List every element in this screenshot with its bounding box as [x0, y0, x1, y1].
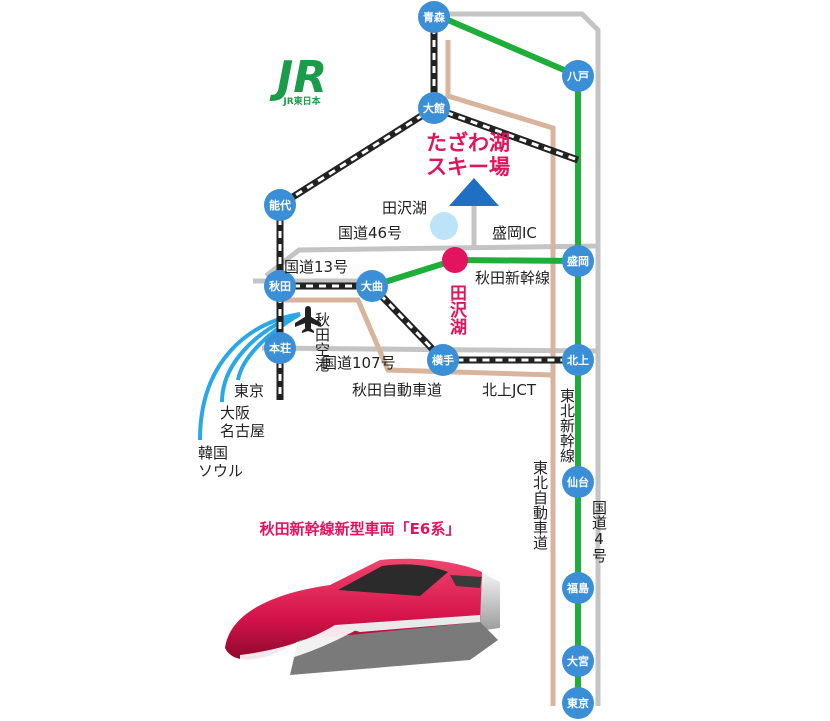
route46-label: 国道46号 [338, 224, 402, 242]
flight-nagoya-label: 名古屋 [220, 422, 265, 440]
station-sendai: 仙台 [567, 475, 589, 489]
station-morioka: 盛岡 [567, 254, 589, 268]
ski-resort-marker [449, 178, 499, 206]
airport-label: 秋田空港 [313, 312, 331, 372]
destination-title-2: スキー場 [426, 155, 510, 179]
route107-label: 国道107号 [322, 354, 396, 372]
station-odate: 大館 [423, 101, 445, 115]
station-omagari: 大曲 [361, 279, 383, 293]
lake-label: 田沢湖 [382, 199, 427, 217]
akita-shinkansen-label: 秋田新幹線 [475, 269, 550, 287]
tazawako-station-marker [442, 247, 468, 273]
station-kitakami: 北上 [567, 353, 589, 367]
airplane-icon [295, 306, 321, 333]
station-akita: 秋田 [269, 279, 291, 293]
flight-osaka-label: 大阪 [220, 404, 250, 422]
tazawa-lake [430, 212, 458, 240]
tazawako-station-label: 田沢湖 [446, 284, 467, 336]
air-route-tokyo [236, 312, 302, 381]
jr-logo-mark: JR [269, 52, 327, 103]
station-fukushima: 福島 [566, 581, 589, 595]
e6-train-illustration [225, 558, 500, 675]
station-honjo: 本荘 [269, 341, 291, 355]
kitakami-jct-label: 北上JCT [482, 381, 537, 399]
station-hachinohe: 八戸 [566, 70, 589, 83]
flight-tokyo-label: 東京 [234, 382, 264, 400]
air-route-osaka [220, 312, 301, 403]
jr-east-logo: JR JR東日本 [269, 52, 327, 107]
destination-title-1: たざわ湖 [426, 131, 510, 155]
route13-label: 国道13号 [284, 258, 348, 276]
jr-logo-subtitle: JR東日本 [282, 95, 321, 107]
tohoku-shinkansen-label: 東北新幹線 [558, 388, 576, 463]
train-caption: 秋田新幹線新型車両「E6系」 [260, 520, 461, 538]
station-nodes: 青森 八戸 大館 能代 盛岡 秋田 大曲 本荘 横手 北上 仙台 福島 大宮 東… [264, 1, 594, 719]
station-tokyo: 東京 [567, 696, 589, 710]
akita-expressway [282, 297, 554, 378]
flight-seoul-label: ソウル [198, 462, 243, 480]
akita-expressway-label: 秋田自動車道 [352, 381, 442, 399]
flight-korea-label: 韓国 [198, 444, 228, 462]
morioka-ic-label: 盛岡IC [492, 224, 537, 242]
route4-label: 国道4号 [590, 500, 608, 564]
station-yokote: 横手 [432, 353, 454, 367]
station-noshiro: 能代 [269, 198, 291, 212]
expressways [282, 40, 556, 706]
tohoku-expressway-label: 東北自動車道 [531, 460, 549, 550]
station-omiya: 大宮 [567, 654, 589, 668]
route4-road [434, 11, 601, 706]
tohoku-expressway [445, 40, 556, 706]
station-aomori: 青森 [423, 10, 446, 24]
